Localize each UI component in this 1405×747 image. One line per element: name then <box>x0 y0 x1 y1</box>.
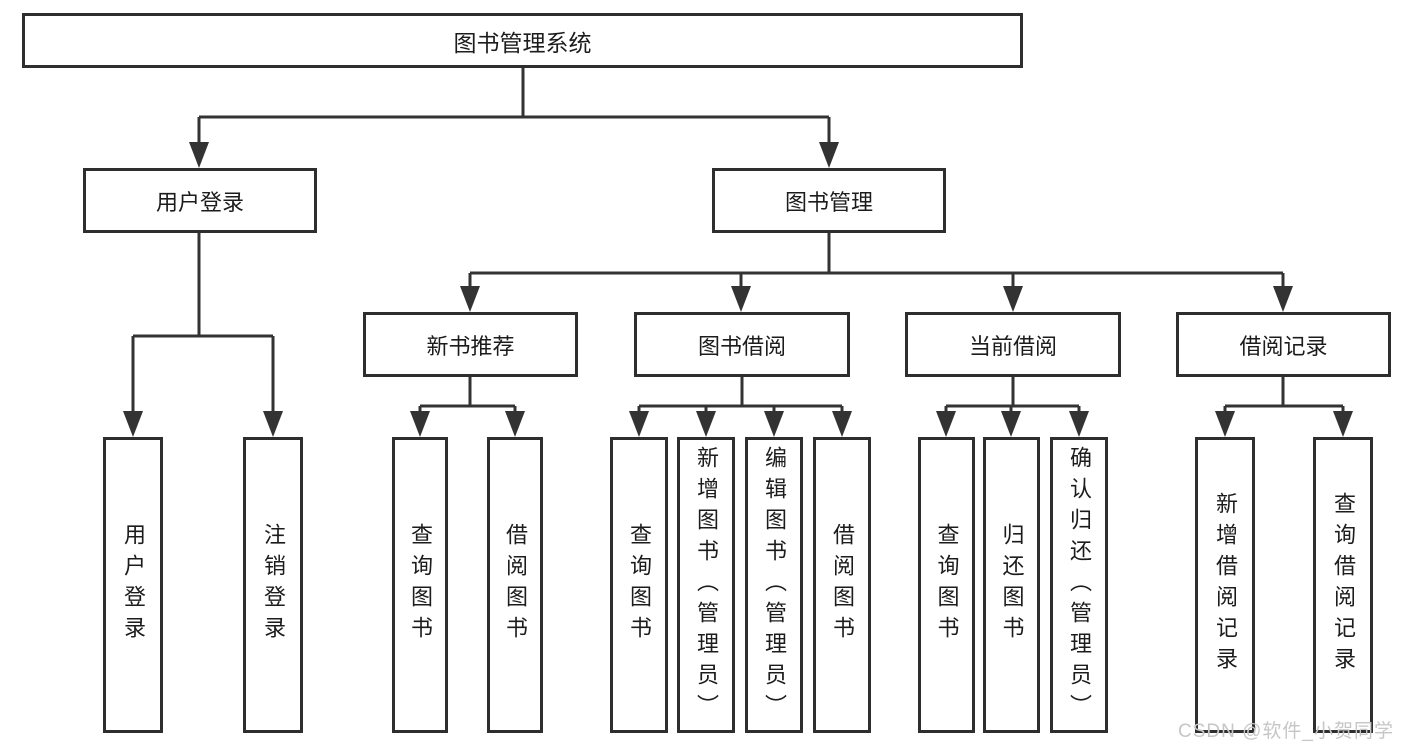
leaf-return-books: 归还图书 <box>983 437 1040 733</box>
node-label: 图书管理系统 <box>453 29 592 56</box>
leaf-add-borrow-record: 新增借阅记录 <box>1195 437 1255 733</box>
node-label: 图书管理 <box>784 189 873 215</box>
csdn-watermark: CSDN @软件_小贺同学 <box>1178 721 1394 742</box>
node-book-management: 图书管理 <box>712 168 946 233</box>
leaf-borrow-books-recommend: 借阅图书 <box>487 437 543 733</box>
node-user-login: 用户登录 <box>83 168 317 233</box>
leaf-confirm-return-admin: 确认归还（管理员） <box>1050 437 1108 733</box>
node-book-borrowing: 图书借阅 <box>634 312 850 377</box>
node-label: 图书借阅 <box>697 333 786 359</box>
node-label: 用户登录 <box>155 189 244 215</box>
leaf-add-book-admin: 新增图书（管理员） <box>677 437 735 733</box>
node-label: 借阅记录 <box>1239 333 1328 359</box>
node-current-borrowing: 当前借阅 <box>905 312 1121 377</box>
node-library-management-system: 图书管理系统 <box>22 13 1023 68</box>
leaf-query-books-borrowing: 查询图书 <box>610 437 668 733</box>
node-borrowing-records: 借阅记录 <box>1176 312 1391 377</box>
leaf-user-login: 用户登录 <box>103 437 163 733</box>
node-label: 新书推荐 <box>426 333 515 359</box>
node-new-book-recommend: 新书推荐 <box>363 312 578 377</box>
node-label: 当前借阅 <box>968 333 1057 359</box>
leaf-query-borrow-record: 查询借阅记录 <box>1313 437 1373 733</box>
leaf-borrow-books-borrowing: 借阅图书 <box>813 437 871 733</box>
leaf-query-books-current: 查询图书 <box>918 437 975 733</box>
leaf-edit-book-admin: 编辑图书（管理员） <box>745 437 803 733</box>
leaf-logout: 注销登录 <box>243 437 303 733</box>
leaf-query-books-recommend: 查询图书 <box>392 437 448 733</box>
